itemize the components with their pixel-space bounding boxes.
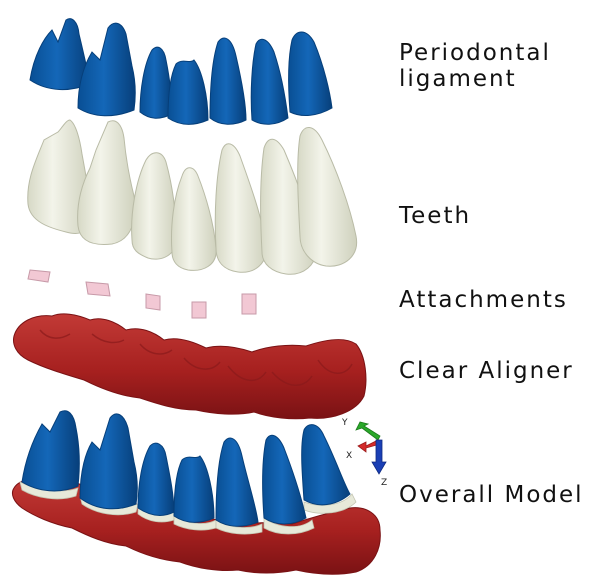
attachment-1 [28,270,50,282]
label-teeth: Teeth [399,203,471,229]
axis-z-label: Z [381,478,387,488]
overall-model-group [12,411,380,574]
attachment-5 [242,294,256,314]
label-clear-aligner: Clear Aligner [399,358,574,384]
axis-y-arrow [356,422,380,440]
ligament-incisor-1 [251,39,288,124]
overall-ligament-premolar-1 [138,443,174,515]
tooth-premolar-2 [171,168,216,271]
ligament-incisor-2 [289,32,332,115]
aligner-shell [14,314,366,419]
attachment-2 [86,282,110,296]
ligament-premolar-1 [140,47,172,118]
ligament-canine [210,38,246,124]
overall-ligament-premolar-2 [174,456,214,522]
tooth-canine [215,144,266,273]
axis-x-label: X [346,451,352,461]
ligament-molar-2 [78,23,135,116]
attachments-group [28,270,256,318]
teeth-group [28,120,357,274]
overall-ligament-molar-2 [80,414,137,509]
label-overall-model: Overall Model [399,482,584,508]
periodontal-ligament-group [30,19,332,125]
ligament-premolar-2 [168,60,208,124]
attachment-4 [192,302,206,318]
tooth-premolar-1 [132,153,177,259]
tooth-incisor-2 [298,127,357,266]
overall-ligament-canine [216,438,258,526]
overall-ligament-incisor-2 [302,425,350,505]
attachment-3 [146,294,160,310]
label-periodontal-line-2: ligament [399,66,551,92]
label-periodontal-ligament: Periodontal ligament [399,40,551,92]
clear-aligner-group [14,314,366,419]
label-periodontal-line-1: Periodontal [399,40,551,66]
overall-ligament-incisor-1 [263,435,306,524]
overall-ligament-molar-1 [22,411,79,491]
axis-triad: Y X Z [341,418,387,488]
axis-y-label: Y [341,418,348,428]
label-attachments: Attachments [399,287,568,313]
tooth-molar-2 [78,121,136,245]
